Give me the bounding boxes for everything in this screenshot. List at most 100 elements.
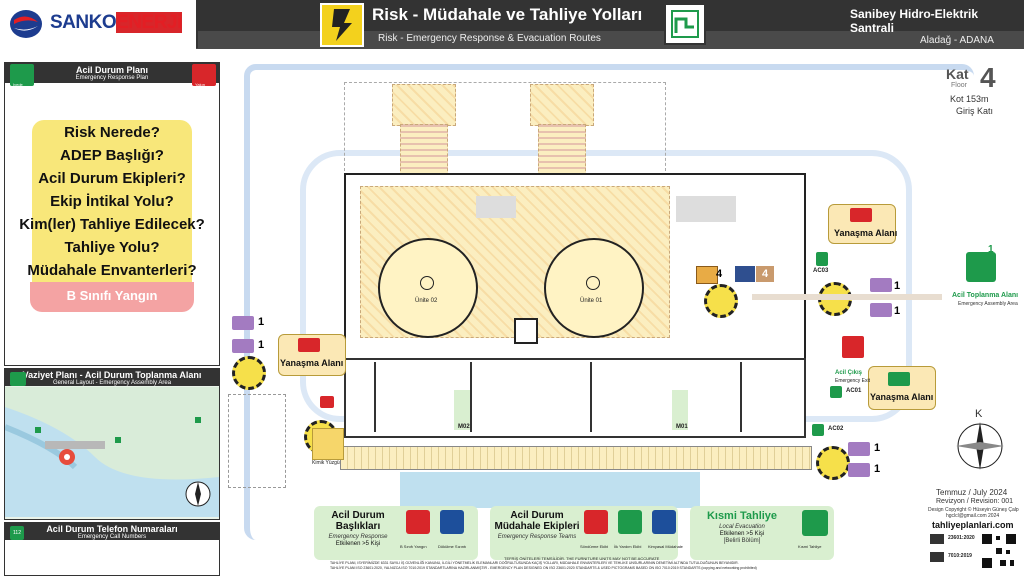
footer-revision: Revizyon / Revision: 001 (936, 498, 1014, 505)
right-badge-label: Yakın (195, 82, 205, 87)
assembly-subtitle: Emergency Assembly Area (958, 301, 1018, 307)
exit-sublabel: Emergency Exit (835, 378, 871, 384)
assembly-icon (10, 372, 26, 386)
evacuation-route-icon (664, 3, 706, 45)
floor-entry: Giriş Katı (956, 106, 994, 116)
tank-center (586, 276, 600, 290)
ambulance-icon (888, 372, 910, 386)
tank-center (420, 276, 434, 290)
fire-extinguisher-icon (842, 336, 864, 358)
access-bridge (752, 294, 942, 300)
forklift-icon (696, 266, 718, 284)
staging-label-bottom: Yanaşma Alanı (870, 392, 934, 402)
parking-outline (228, 394, 286, 488)
staging-area-left (278, 334, 346, 376)
spill-icon (440, 510, 464, 534)
legend-firefight-label: Söndürme Ekibi (580, 544, 609, 549)
legend-heads-title: Acil Durum Başlıkları (331, 510, 385, 532)
evac-vehicle-icon (232, 316, 254, 330)
fire-badge-icon (192, 64, 216, 86)
fire-class-strip (30, 282, 194, 312)
question-5: Kim(ler) Tahliye Edilecek? (19, 216, 205, 233)
evacuation-icon (802, 510, 828, 536)
legend-teams-sub: Emergency Response Teams (497, 534, 577, 540)
count-bus: 1 (258, 339, 265, 351)
count-vehicle: 1 (258, 316, 265, 328)
footer-note-1: TEFRİŞ ÖNİTELERİ TEMSİLİDİR. THE FURNITU… (504, 556, 660, 561)
floor-level: Kot 153m (950, 94, 989, 104)
question-box (32, 120, 192, 310)
site-plan-panel: Vaziyet Planı - Acil Durum Toplanma Alan… (4, 368, 220, 520)
sanko-logo-icon (10, 10, 42, 38)
staging-label-top: Yanaşma Alanı (834, 228, 898, 238)
exit-sign-icon (816, 252, 828, 266)
fire-truck-icon (850, 208, 872, 222)
plant-location: Aladağ - ADANA (920, 35, 994, 46)
unit-01-label: Ünite 01 (580, 298, 603, 304)
legend-evac-note2: [Belirli Bölüm] (723, 538, 761, 544)
page-subtitle: Risk - Emergency Response & Evacuation R… (378, 33, 601, 44)
first-aid-team-icon (618, 510, 642, 534)
code-m02: M02 (458, 424, 470, 430)
footer-design: Design Copyright © Hüseyin Güneş Çalp (928, 507, 1019, 513)
footer-site[interactable]: tahliyeplanlari.com (932, 520, 1014, 530)
wall (470, 362, 472, 432)
iso-badge-icon (930, 552, 944, 562)
hazard-sign-icon (320, 396, 334, 408)
evac-vehicle-icon (870, 278, 892, 292)
shaft (514, 318, 538, 344)
stair-m02 (454, 390, 470, 430)
compass-small-icon (185, 481, 211, 507)
compass-icon (956, 422, 1004, 470)
floor-number: 4 (980, 62, 996, 93)
brand-logo: SANKOENERJi (0, 0, 198, 48)
fire-truck-icon (298, 338, 320, 352)
question-2: ADEP Başlığı? (60, 147, 164, 164)
qr-code-icon[interactable] (980, 532, 1018, 570)
count-vehicle: 1 (894, 280, 901, 292)
fire-class-label: B Sınıfı Yangın (66, 288, 158, 303)
legend-firstaid-label: İlk Yardım Ekibi (614, 544, 642, 549)
legend-teams-title: Acil Durum Müdahale Ekipleri (494, 510, 580, 532)
green-badge-icon (10, 64, 34, 86)
assembly-title: Acil Toplanma Alanı (952, 292, 1019, 299)
risk-spot (704, 284, 738, 318)
tailrace-water (400, 472, 700, 508)
floor-kat: Kat (946, 66, 969, 82)
question-4: Ekip İntikal Yolu? (50, 193, 174, 210)
count-bus: 1 (894, 305, 901, 317)
legend-evac-note: Etkilenen >5 Kişi (719, 531, 765, 537)
footer-email: hgclcl@gmail.com 2024 (946, 513, 1000, 519)
ppe-icon (735, 266, 755, 282)
footer-date: Temmuz / July 2024 (936, 488, 1008, 497)
legend-evac-icon-label: Kısmi Tahliye (798, 544, 822, 549)
question-7: Müdahale Envanterleri? (27, 262, 197, 279)
tailrace-corridor (340, 446, 812, 470)
question-3: Acil Durum Ekipleri? (38, 170, 186, 187)
intake-left (392, 84, 456, 126)
access-road (244, 64, 974, 540)
code-ac03: AC03 (813, 268, 829, 274)
count-forklift: 4 (716, 268, 723, 280)
legend-heads-sub: Emergency Response (328, 534, 388, 540)
risk-spot (816, 446, 850, 480)
legend-heads-note: Etkilenen >5 Kişi (335, 541, 381, 547)
legend-spill-label: Dökülme Sızıntı (438, 544, 467, 549)
code-m01: M01 (676, 424, 688, 430)
compass-north: K (975, 408, 983, 420)
phone-icon: 112 (10, 526, 24, 540)
count-ppe: 4 (756, 266, 774, 282)
iso-badge-icon (930, 534, 944, 544)
legend-chemical-label: Kimyasal Müdahale (648, 544, 683, 549)
legend-fire-label: B Sınıfı Yangın (400, 544, 427, 549)
unit-02-label: Ünite 02 (415, 298, 438, 304)
electric-hazard-icon (320, 3, 364, 47)
exit-sign-icon (812, 424, 824, 436)
footer-note-2: TAHLİYE PLANI, ISYERİMİZDE 6331 SAYILI İ… (330, 561, 739, 565)
chemical-team-icon (652, 510, 676, 534)
wall (740, 362, 742, 432)
footer-note-3: TAHLİYE PLANI ISO 23601:2020, YALNIZCA I… (330, 566, 757, 570)
equipment-block (476, 196, 516, 218)
